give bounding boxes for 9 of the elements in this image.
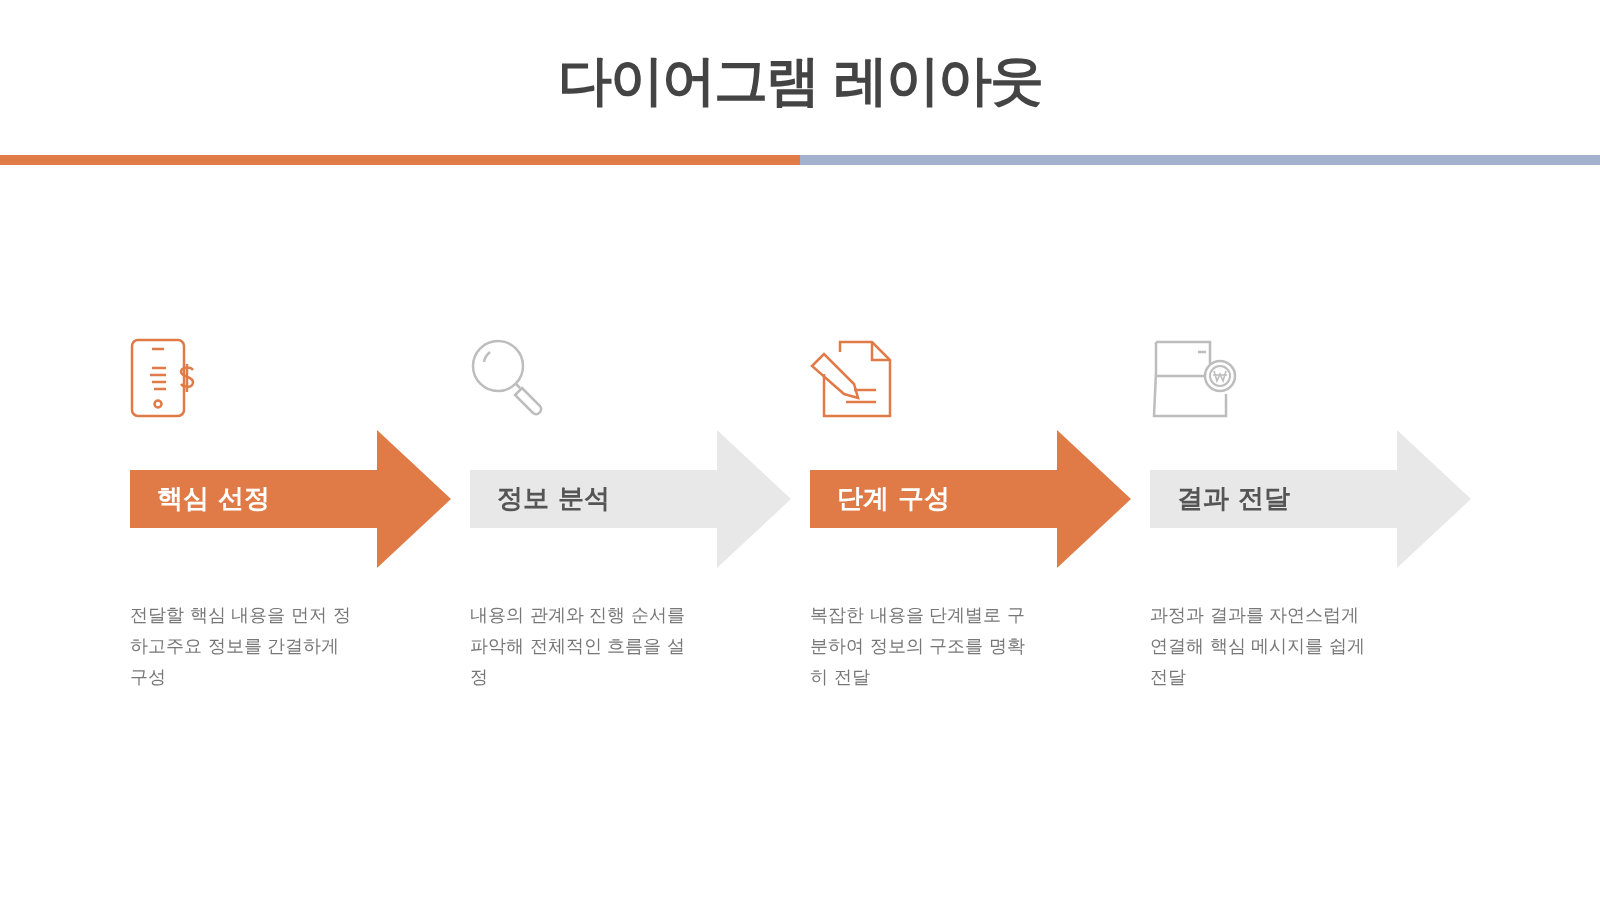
description-text: 내용의 관계와 진행 순서를 파악해 전체적인 흐름을 설정 [470,603,687,689]
step-heading: 정보 분석 [497,482,611,515]
step-heading: 결과 전달 [1177,482,1291,515]
description-text: 과정과 결과를 자연스럽게 연결해 핵심 메시지를 쉽게 전달 [1150,603,1367,689]
description-text: 전달할 핵심 내용을 먼저 정하고주요 정보를 간결하게 구성 [130,603,352,689]
description-text: 복잡한 내용을 단계별로 구분하여 정보의 구조를 명확히 전달 [810,603,1027,689]
title: 다이어그램 레이아웃 [556,48,1044,114]
step-heading: 단계 구성 [837,482,951,515]
step-heading: 핵심 선정 [157,482,271,515]
